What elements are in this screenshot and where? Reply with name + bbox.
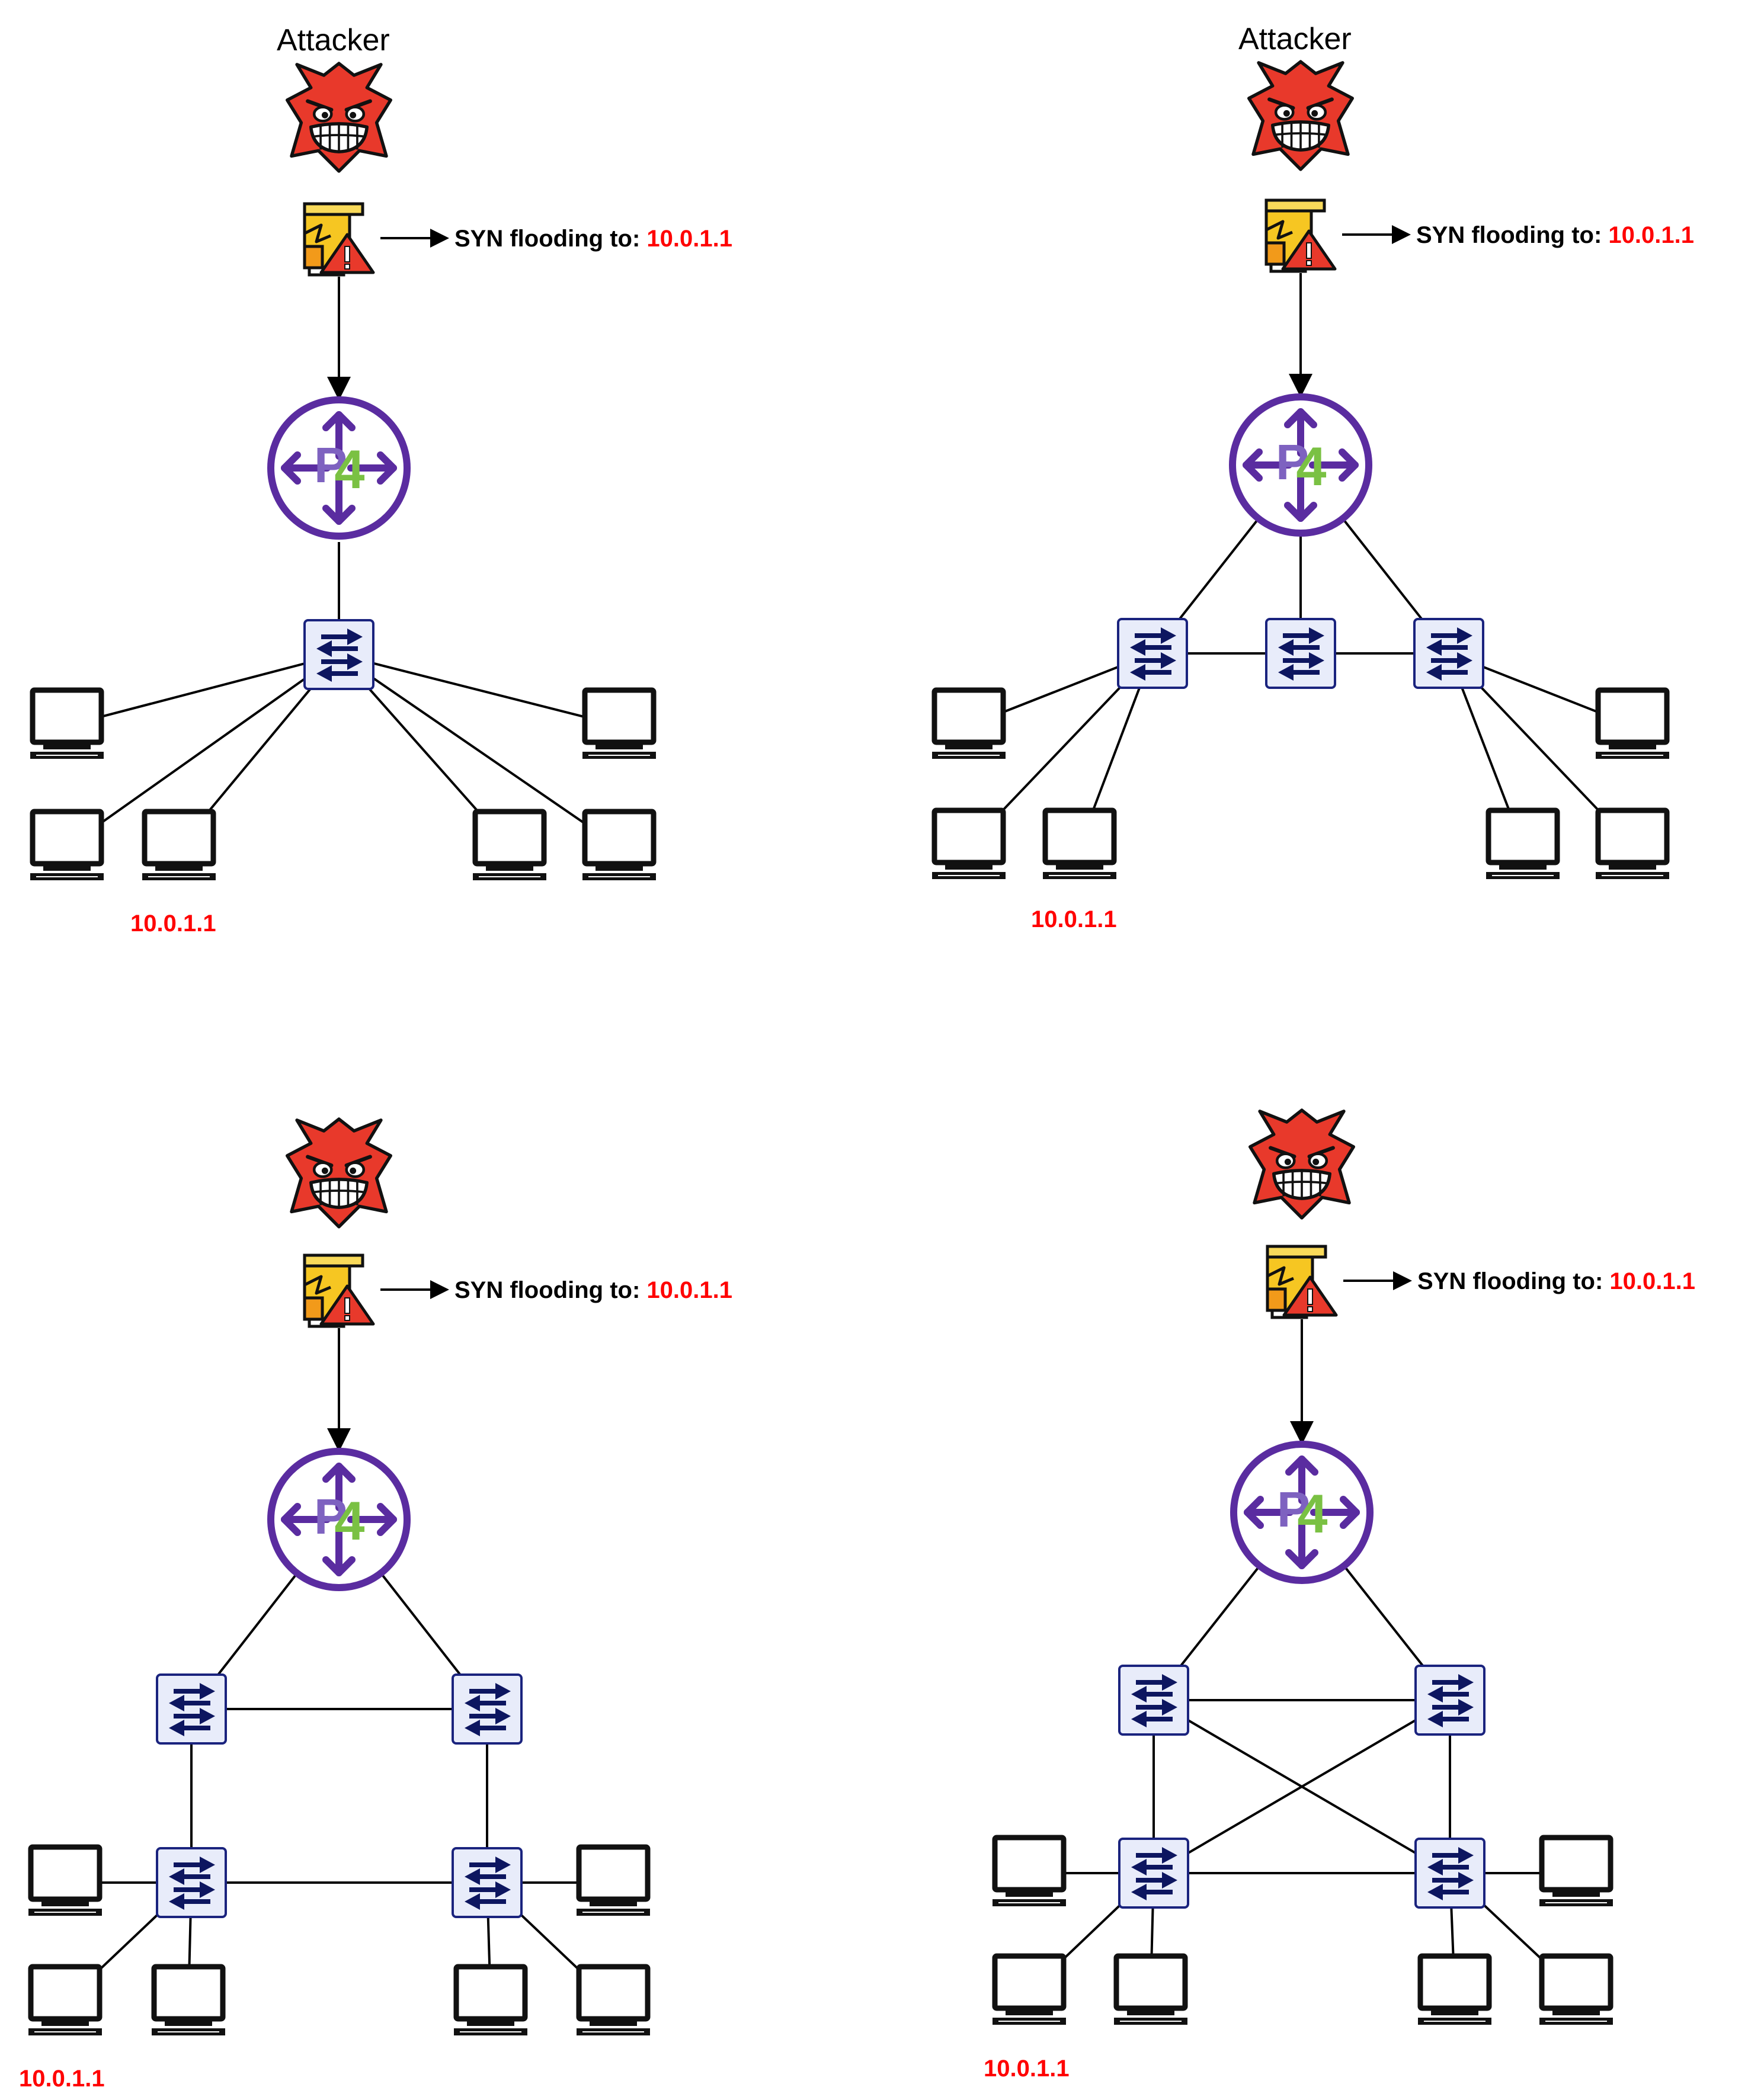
syn-flooding-target-ip: 10.0.1.1 xyxy=(646,1277,732,1303)
panel1-network-switch-icon xyxy=(303,619,374,690)
panel2-computer-icon-1 xyxy=(932,690,1006,759)
syn-flooding-prefix: SYN flooding to: xyxy=(1417,1268,1609,1294)
panel2-target-ip-label: 10.0.1.1 xyxy=(1031,906,1117,932)
panel1-target-ip-label: 10.0.1.1 xyxy=(130,910,216,937)
panel2-computer-icon-3 xyxy=(1043,810,1116,879)
panel4-computer-icon-5 xyxy=(1418,1956,1491,2025)
panel2-computer-icon-4 xyxy=(1596,690,1669,759)
panel1-computer-icon-1 xyxy=(30,690,104,759)
syn-flooding-target-ip: 10.0.1.1 xyxy=(646,226,732,252)
panel3-computer-icon-5 xyxy=(454,1967,527,2035)
panel2-network-switch-icon-1 xyxy=(1117,618,1188,689)
panel1-devil-attacker-icon xyxy=(287,63,391,171)
panel3-p4-router-icon xyxy=(271,1451,407,1588)
panel4-network-switch-icon-2 xyxy=(1414,1665,1486,1736)
panel3-computer-icon-6 xyxy=(577,1967,650,2035)
panel4-target-ip-label: 10.0.1.1 xyxy=(984,2056,1070,2082)
panel4-computer-icon-1 xyxy=(993,1838,1066,1906)
panel1-computer-icon-5 xyxy=(473,812,546,880)
panel4-link-switch-tr-bl xyxy=(1152,1699,1451,1874)
panel4-devil-attacker-icon xyxy=(1250,1110,1354,1218)
panel3-network-switch-icon-2 xyxy=(452,1673,523,1745)
panel1-computer-icon-6 xyxy=(582,812,656,880)
panel3-computer-icon-3 xyxy=(152,1967,225,2035)
syn-flooding-prefix: SYN flooding to: xyxy=(454,1277,646,1303)
panel3-network-switch-icon-3 xyxy=(156,1847,227,1918)
panel1-attacker-label: Attacker xyxy=(277,23,390,57)
panel3-malware-warning-icon xyxy=(305,1255,373,1326)
panel1-computer-icon-4 xyxy=(142,812,216,880)
panel4-computer-icon-3 xyxy=(1114,1956,1187,2025)
panel1-link-switch-pc-2 xyxy=(338,653,620,727)
panel2-computer-icon-6 xyxy=(1596,810,1669,879)
panel1-link-switch-pc-6 xyxy=(338,653,620,848)
panel2-computer-icon-5 xyxy=(1486,810,1560,879)
panel2-computer-icon-2 xyxy=(932,810,1006,879)
panel2-malware-warning-icon xyxy=(1266,200,1335,271)
panel4-computer-icon-6 xyxy=(1539,1956,1613,2025)
panel4-computer-icon-4 xyxy=(1539,1838,1613,1906)
syn-flooding-target-ip: 10.0.1.1 xyxy=(1608,222,1694,248)
panel4-network-switch-icon-4 xyxy=(1414,1838,1486,1909)
panel1-link-switch-pc-3 xyxy=(66,653,340,848)
panel4-network-switch-icon-3 xyxy=(1118,1838,1189,1909)
panel4-p4-router-icon xyxy=(1234,1444,1370,1580)
panel4-malware-warning-icon xyxy=(1267,1246,1336,1317)
panel1-syn-flooding-label: SYN flooding to: 10.0.1.1 xyxy=(454,226,732,252)
panel2-network-switch-icon-2 xyxy=(1265,618,1336,689)
panel4-network-switch-icon-1 xyxy=(1118,1665,1189,1736)
panel1-computer-icon-2 xyxy=(582,690,656,759)
syn-flooding-prefix: SYN flooding to: xyxy=(1416,222,1608,248)
panel3-network-switch-icon-1 xyxy=(156,1673,227,1745)
panel1-link-switch-pc-1 xyxy=(66,653,340,727)
syn-flooding-prefix: SYN flooding to: xyxy=(454,226,646,252)
panel3-network-switch-icon-4 xyxy=(452,1847,523,1918)
panel1-computer-icon-3 xyxy=(30,812,104,880)
panel3-devil-attacker-icon xyxy=(287,1119,391,1227)
panel3-syn-flooding-label: SYN flooding to: 10.0.1.1 xyxy=(454,1277,732,1303)
panel4-syn-flooding-label: SYN flooding to: 10.0.1.1 xyxy=(1417,1268,1695,1294)
syn-flooding-target-ip: 10.0.1.1 xyxy=(1609,1268,1695,1294)
panel3-computer-icon-1 xyxy=(28,1847,102,1916)
panel3-target-ip-label: 10.0.1.1 xyxy=(19,2066,105,2092)
icons-layer xyxy=(28,62,1669,2035)
panel1-malware-warning-icon xyxy=(305,204,373,275)
panel3-computer-icon-2 xyxy=(28,1967,102,2035)
panel3-computer-icon-4 xyxy=(577,1847,650,1916)
panel4-computer-icon-2 xyxy=(993,1956,1066,2025)
panel1-p4-router-icon xyxy=(271,400,407,536)
panel2-devil-attacker-icon xyxy=(1249,62,1353,169)
panel2-attacker-label: Attacker xyxy=(1238,22,1352,56)
panel2-network-switch-icon-3 xyxy=(1413,618,1484,689)
panel2-p4-router-icon xyxy=(1232,397,1369,533)
panel2-syn-flooding-label: SYN flooding to: 10.0.1.1 xyxy=(1416,222,1694,248)
